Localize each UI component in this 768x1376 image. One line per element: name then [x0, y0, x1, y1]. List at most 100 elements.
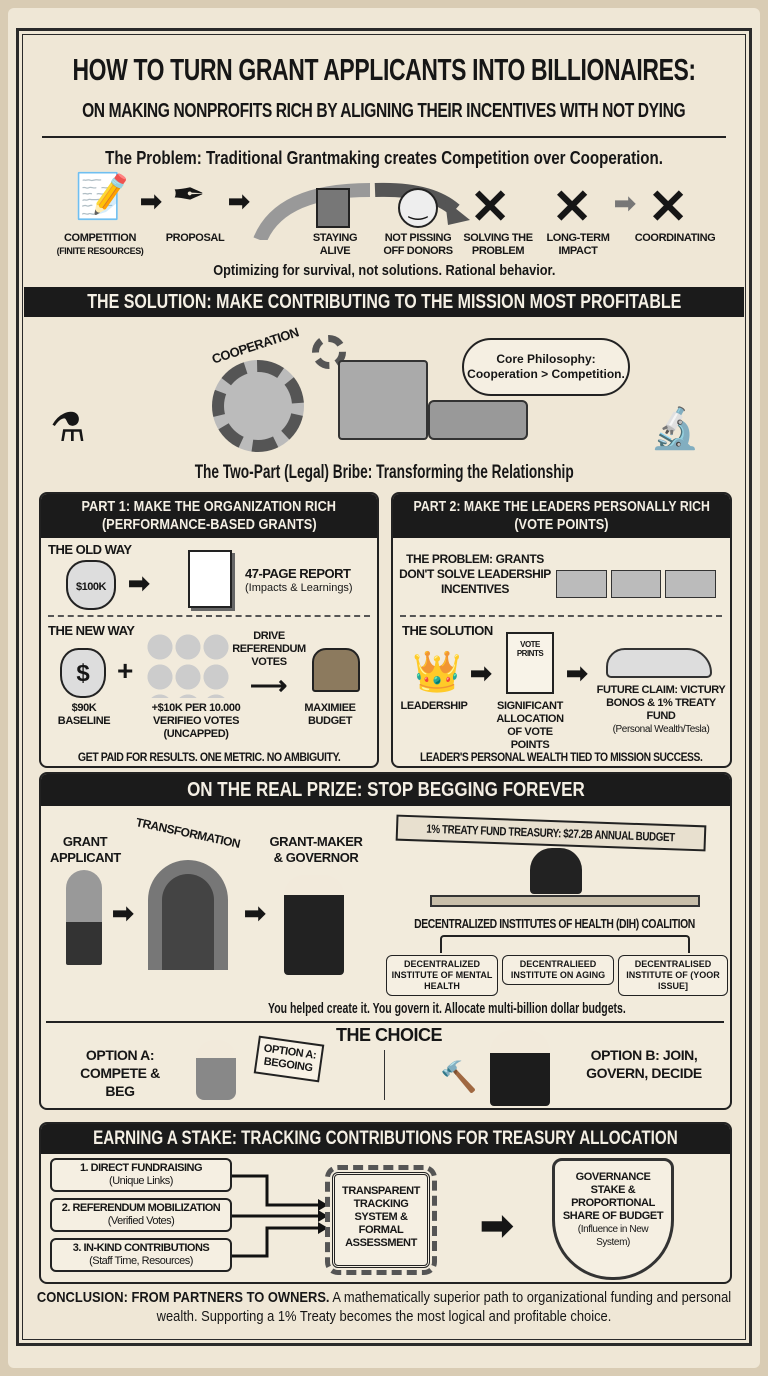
solution-banner: THE SOLUTION: MAKE CONTRIBUTING TO THE M…	[24, 287, 744, 317]
real-prize-banner: ON THE REAL PRIZE: STOP BEGGING FOREVER	[41, 774, 730, 806]
part1-header: PART 1: MAKE THE ORGANIZATION RICH(PERFO…	[41, 494, 377, 538]
institute-aging: DECENTRALIEED INSTITUTE ON AGING	[502, 955, 614, 985]
arrow-icon: ➡	[480, 1204, 514, 1248]
crossed-globe-icon: ✕	[552, 181, 593, 234]
desk-icon	[430, 895, 700, 907]
arrow-icon: ➡	[614, 188, 636, 218]
arrow-icon: ➡	[228, 186, 250, 216]
arrow-icon: ➡	[112, 898, 134, 928]
title-divider	[42, 136, 726, 138]
lab-flask-icon: ⚗	[50, 406, 86, 450]
allocation-label: SIGNIFICANT ALLOCATION OF VOTE POINTS	[496, 700, 564, 751]
report-sublabel: (Impacts & Learnings)	[245, 582, 353, 594]
smiley-icon: ‿	[398, 188, 438, 228]
input-in-kind-contributions: 3. IN-KIND CONTRIBUTIONS(Staff Time, Res…	[50, 1238, 232, 1272]
tesla-car-icon	[606, 648, 712, 678]
step-staying-alive: STAYING ALIVE	[312, 232, 358, 257]
money-bag-icon: $100K	[66, 560, 116, 610]
institute-mental-health: DECENTRALIZED INSTITUTE OF MENTAL HEALTH	[386, 955, 498, 996]
branch-arrows	[440, 935, 690, 953]
crossed-people-icon: ✕	[648, 181, 689, 234]
gear-icon	[212, 360, 304, 452]
old-way-label: THE OLD WAY	[48, 542, 132, 557]
applicant-figure-icon	[66, 870, 102, 965]
leadership-label: LEADERSHIP	[400, 700, 468, 712]
plus-icon: +	[117, 655, 134, 686]
thought-bubble: Core Philosophy: Cooperation > Competiti…	[462, 338, 630, 396]
input-direct-fundraising: 1. DIRECT FUNDRAISING(Unique Links)	[50, 1158, 232, 1192]
money-bag-icon: $	[60, 648, 106, 698]
solution-label: THE SOLUTION	[402, 623, 493, 638]
machine-gearbox-icon	[428, 400, 528, 440]
dih-coalition-label: DECENTRALIZED INSTITUTES OF HEALTH (DIH)…	[414, 916, 696, 931]
outer-frame	[16, 28, 752, 1346]
part2-footer: LEADER'S PERSONAL WEALTH TIED TO MISSION…	[420, 750, 703, 764]
building-icon	[316, 188, 350, 228]
divider	[48, 615, 370, 617]
document-pen-icon: 📝	[74, 172, 130, 221]
step-proposal: PROPOSAL	[165, 232, 225, 244]
part2-header: PART 2: MAKE THE LEADERS PERSONALLY RICH…	[393, 494, 730, 538]
gavel-icon: 🔨	[440, 1061, 478, 1094]
subtitle: ON MAKING NONPROFITS RICH BY ALIGNING TH…	[82, 100, 686, 122]
doorway-arch-icon	[148, 860, 228, 970]
prize-tagline: You helped create it. You govern it. All…	[268, 1000, 626, 1017]
report-icon	[188, 550, 232, 608]
two-part-bribe-heading: The Two-Part (Legal) Bribe: Transforming…	[194, 462, 574, 483]
panel-of-leaders-icon	[556, 548, 717, 598]
bonus-label: +$10K PER 10.000 VERIFIEO VOTES (UNCAPPE…	[151, 702, 241, 740]
arrow-icon: ➡	[128, 568, 150, 598]
institute-your-issue: DECENTRALISED INSTITUTE OF (YOOR ISSUE]	[618, 955, 728, 996]
pen-icon: ✒	[172, 173, 206, 217]
vote-points-certificate-icon: VOTE PRINTS	[506, 632, 554, 694]
divider	[400, 615, 722, 617]
arrow-icon: ➡	[244, 898, 266, 928]
crossed-arrows-icon: ✕	[470, 181, 511, 234]
connector-arrows	[232, 1174, 328, 1258]
machine-icon	[338, 360, 428, 440]
baseline-label: $90K BASELINE	[57, 702, 111, 727]
part2-problem: THE PROBLEM: GRANTS DON'T SOLVE LEADERSH…	[399, 552, 551, 596]
the-choice-heading: THE CHOICE	[336, 1025, 443, 1045]
arrow-icon: ➡	[566, 658, 588, 688]
drive-votes-label: DRIVE REFERENDUM VOTES	[232, 630, 306, 668]
conclusion: CONCLUSION: FROM PARTNERS TO OWNERS. A m…	[36, 1289, 732, 1325]
problem-tagline: Optimizing for survival, not solutions. …	[212, 262, 556, 279]
grant-maker-label: GRANT-MAKER & GOVERNOR	[269, 834, 363, 865]
arrow-icon: ➡	[470, 658, 492, 688]
option-b-label: OPTION B: JOIN, GOVERN, DECIDE	[586, 1047, 702, 1081]
step-not-pissing-off-donors: NOT PISSING OFF DONORS	[383, 232, 453, 257]
step-solving-the-problem: SOLVING THE PROBLEM	[463, 232, 533, 257]
arrow-icon: ➡	[140, 186, 162, 216]
inner-frame	[22, 34, 746, 1340]
tracking-chip-icon: TRANSPARENT TRACKING SYSTEM & FORMAL ASS…	[325, 1165, 437, 1275]
governor-seated-icon	[284, 875, 344, 975]
option-a-label: OPTION A: COMPETE & BEG	[80, 1047, 160, 1099]
part1-panel: PART 1: MAKE THE ORGANIZATION RICH(PERFO…	[39, 492, 379, 768]
step-competition: COMPETITION(FINITE RESOURCES)	[56, 232, 144, 256]
treasure-chest-icon	[312, 648, 360, 692]
money-bags-pile-icon	[146, 632, 230, 698]
problem-statement: The Problem: Traditional Grantmaking cre…	[105, 148, 663, 168]
arrow-icon: ⟶	[250, 670, 288, 700]
future-claim-label: FUTURE CLAIM: VICTURY BONOS & 1% TREATY …	[596, 684, 726, 735]
maximize-budget-label: MAXIMIEE BUDGET	[304, 702, 356, 727]
grant-applicant-label: GRANT APPLICANT	[50, 834, 121, 865]
part1-footer: GET PAID FOR RESULTS. ONE METRIC. NO AMB…	[77, 750, 341, 764]
small-gear-icon	[312, 335, 346, 369]
main-title: HOW TO TURN GRANT APPLICANTS INTO BILLIO…	[72, 52, 696, 87]
new-way-label: THE NEW WAY	[48, 623, 135, 638]
step-long-term-impact: LONG-TERM IMPACT	[546, 232, 610, 257]
lab-microscope-icon: 🔬	[650, 407, 700, 451]
governance-shield-icon: GOVERNANCE STAKE & PROPORTIONAL SHARE OF…	[552, 1158, 674, 1280]
step-coordinating: COORDINATING	[634, 232, 716, 244]
divider	[46, 1021, 724, 1023]
begging-figure-icon	[196, 1040, 236, 1100]
chairman-icon	[530, 848, 582, 894]
earning-stake-banner: EARNING A STAKE: TRACKING CONTRIBUTIONS …	[41, 1124, 730, 1154]
report-label: 47-PAGE REPORT	[245, 566, 351, 581]
part2-panel: PART 2: MAKE THE LEADERS PERSONALLY RICH…	[391, 492, 732, 768]
input-referendum-mobilization: 2. REFERENDUM MOBILIZATION(Verified Vote…	[50, 1198, 232, 1232]
choice-divider	[384, 1050, 385, 1100]
crowned-leader-icon: 👑	[412, 650, 462, 694]
